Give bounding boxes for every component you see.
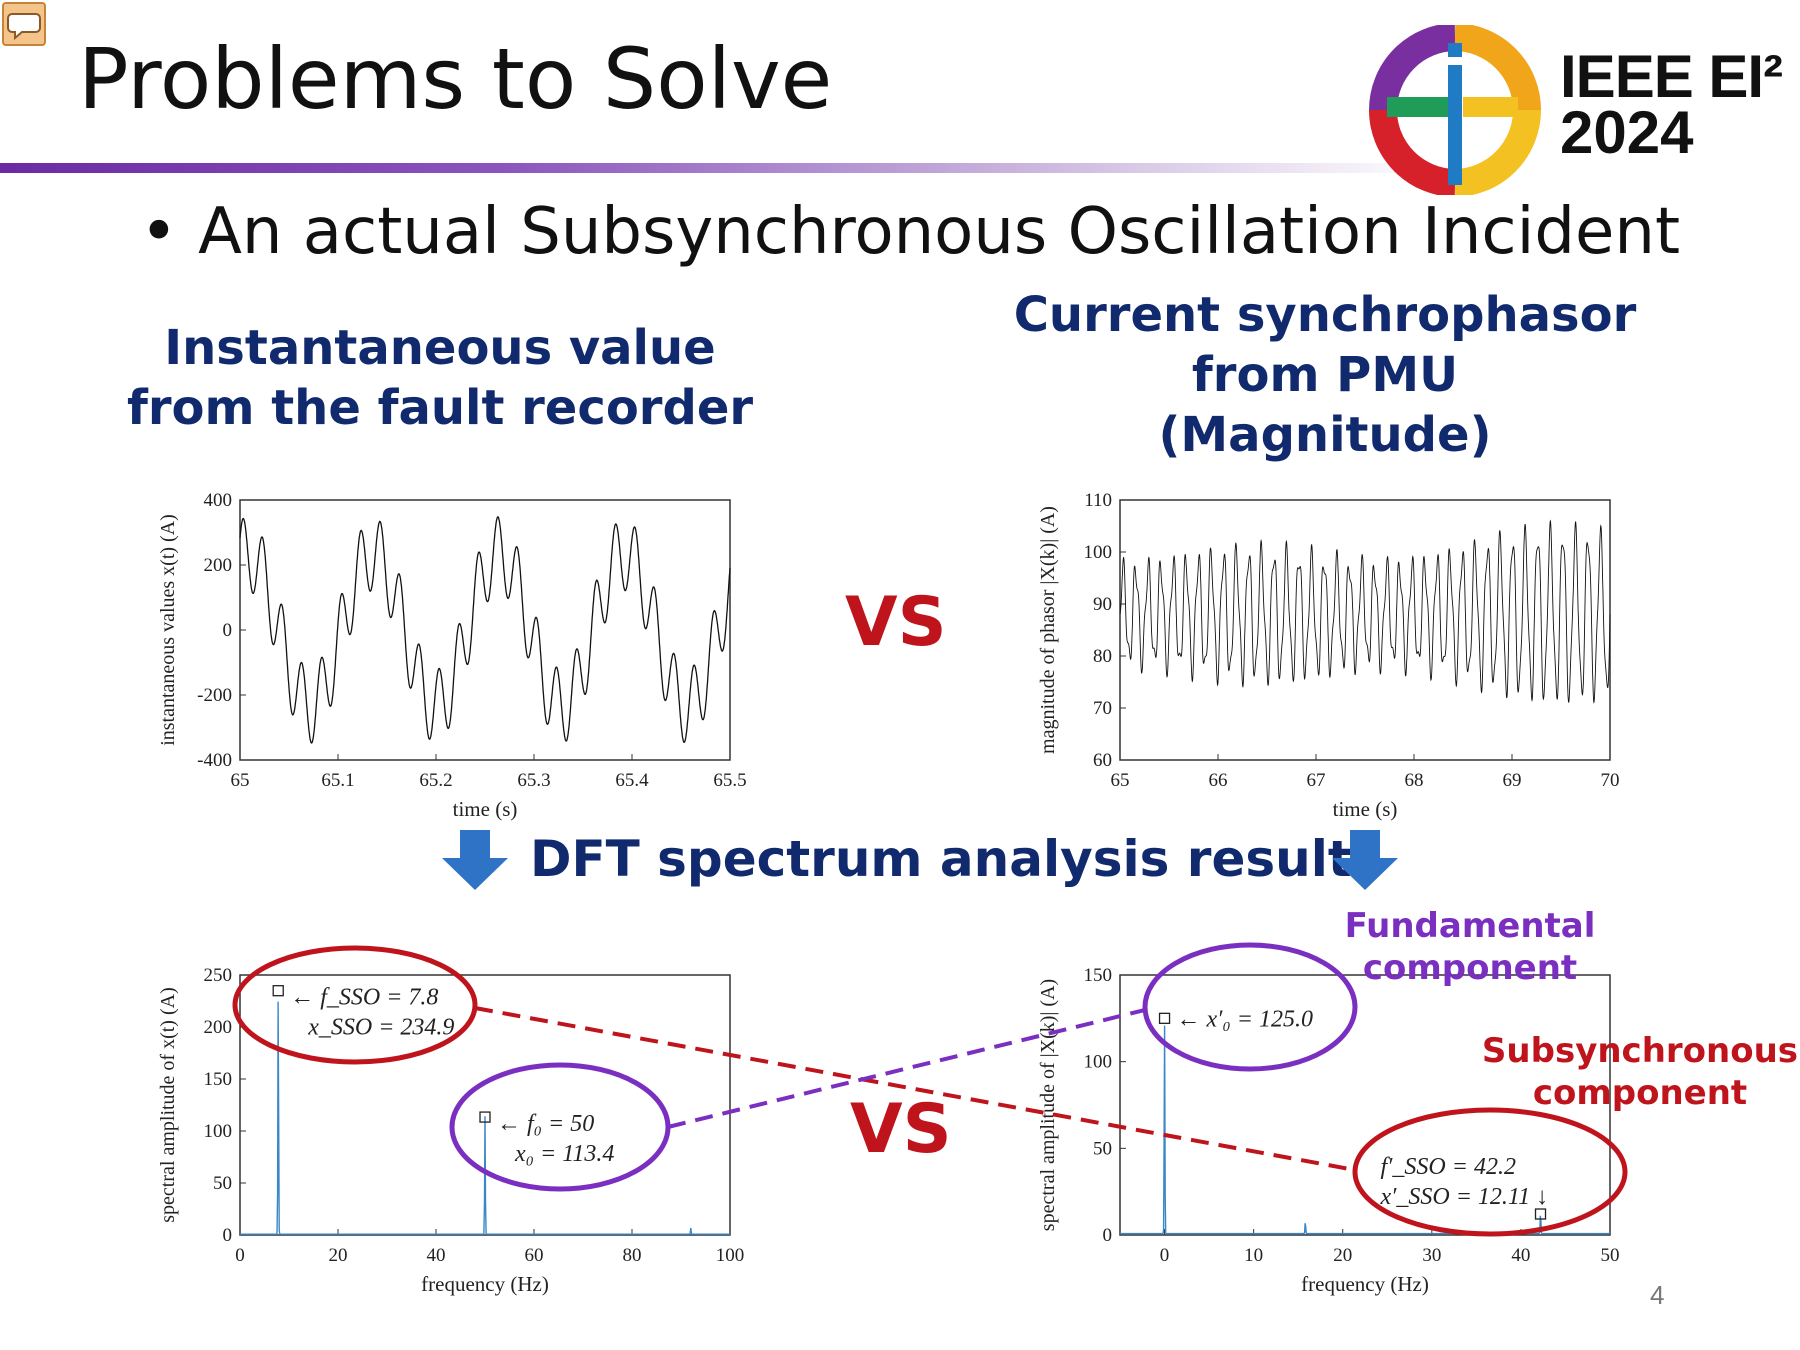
x-tick-label: 40 [427, 1245, 446, 1266]
phasor-magnitude-line [1119, 519, 1611, 704]
right-heading-line: Current synchrophasor [1013, 287, 1637, 343]
y-axis-label: instantaneous values x(t) (A) [157, 514, 179, 746]
peak-marker [1158, 1012, 1171, 1024]
dft-right-chart: 0 10 20 30 40 50 150 100 50 0 frequency (Hz) spectr… [1037, 965, 1620, 1296]
y-tick-label: 70 [1093, 698, 1112, 719]
x-axis-label: time (s) [1333, 797, 1398, 821]
y-tick-label: 90 [1093, 594, 1112, 615]
x-tick-label: 100 [716, 1245, 745, 1266]
vs-label-top: VS [845, 583, 947, 662]
y-tick-label: 80 [1093, 646, 1112, 667]
x-tick-label: 70 [1601, 770, 1620, 791]
page-number: 4 [1650, 1280, 1665, 1310]
waveform-line [239, 516, 731, 744]
y-tick-label: 60 [1093, 750, 1112, 771]
peak-annotation: x′_SSO = 12.11 ↓ [1380, 1184, 1549, 1210]
logo-wordmark: IEEE EI² [1560, 43, 1783, 110]
synchrophasor-chart: 65 66 67 68 69 70 110 100 90 80 70 60 time (s) magnit… [1037, 490, 1620, 821]
x-tick-label: 65.5 [713, 770, 746, 791]
peak-annotation: x_SSO = 234.9 [307, 1015, 454, 1041]
right-heading-line: from PMU [1191, 347, 1459, 403]
x-tick-label: 60 [525, 1245, 544, 1266]
x-tick-label: 65.3 [517, 770, 550, 791]
dft-left-chart: 0 20 40 60 80 100 250 200 150 100 50 0 frequency (Hz… [157, 965, 745, 1296]
y-tick-label: 50 [1093, 1138, 1112, 1159]
x-tick-label: 68 [1405, 770, 1424, 791]
x-tick-label: 50 [1601, 1245, 1620, 1266]
y-tick-label: 200 [204, 1017, 233, 1038]
peak-annotation: ← f_SSO = 7.8 [290, 985, 438, 1011]
x-axis-label: frequency (Hz) [1301, 1272, 1429, 1296]
y-tick-label: 250 [204, 965, 233, 986]
x-tick-label: 0 [1160, 1245, 1170, 1266]
right-heading: Current synchrophasor from PMU (Magnitud… [1000, 285, 1650, 465]
x-axis-label: frequency (Hz) [421, 1272, 549, 1296]
plot-frame [239, 499, 731, 761]
logo-year: 2024 [1560, 99, 1694, 166]
y-tick-label: 0 [223, 620, 233, 641]
x-tick-label: 30 [1422, 1245, 1441, 1266]
y-axis-label: spectral amplitude of x(t) (A) [157, 987, 179, 1222]
left-heading: Instantaneous value from the fault recor… [100, 318, 780, 438]
x-tick-label: 20 [1333, 1245, 1352, 1266]
left-heading-line: Instantaneous value [164, 320, 716, 376]
y-axis-label: spectral amplitude of |X(k)| (A) [1037, 979, 1059, 1231]
y-tick-label: -400 [197, 750, 232, 771]
x-tick-label: 10 [1244, 1245, 1263, 1266]
x-tick-label: 65.2 [419, 770, 452, 791]
arrow-down-icon [1332, 830, 1398, 890]
x-tick-label: 80 [623, 1245, 642, 1266]
peak-annotation: ← f₀ = 50 [497, 1111, 594, 1137]
fundamental-label-line: Fundamental [1344, 906, 1596, 946]
bullet-point: • An actual Subsynchronous Oscillation I… [140, 195, 1681, 269]
x-tick-label: 40 [1511, 1245, 1530, 1266]
x-axis-label: time (s) [453, 797, 518, 821]
x-tick-label: 65.4 [615, 770, 649, 791]
x-tick-label: 65 [231, 770, 250, 791]
x-tick-label: 67 [1307, 770, 1326, 791]
subsynchronous-component-label: Subsynchronous component [1480, 1030, 1800, 1114]
x-tick-label: 65.1 [321, 770, 354, 791]
arrow-down-icon [442, 830, 508, 890]
ieee-ei2-logo-icon [1369, 25, 1541, 195]
peak-annotation: x₀ = 113.4 [514, 1141, 614, 1167]
y-tick-label: 100 [204, 1121, 233, 1142]
y-tick-label: 110 [1084, 490, 1112, 511]
comment-icon[interactable] [2, 2, 46, 46]
y-tick-label: 0 [1103, 1225, 1113, 1246]
x-tick-label: 66 [1209, 770, 1228, 791]
y-tick-label: 150 [204, 1069, 233, 1090]
left-heading-line: from the fault recorder [126, 380, 754, 436]
right-heading-line: (Magnitude) [1158, 407, 1492, 463]
fundamental-label-line: component [1362, 948, 1578, 988]
y-tick-label: 100 [1084, 1052, 1113, 1073]
y-tick-label: 400 [204, 490, 233, 511]
instantaneous-chart: 65 65.1 65.2 65.3 65.4 65.5 400 200 0 -200 -400 tim… [157, 490, 747, 821]
y-axis-label: magnitude of phasor |X(k)| (A) [1037, 506, 1059, 754]
y-tick-label: 50 [213, 1173, 232, 1194]
y-tick-label: 150 [1084, 965, 1113, 986]
title-divider [0, 163, 1440, 173]
y-tick-label: 200 [204, 555, 233, 576]
slide-title: Problems to Solve [78, 30, 833, 128]
y-tick-label: 100 [1084, 542, 1113, 563]
x-tick-label: 20 [329, 1245, 348, 1266]
y-tick-label: -200 [197, 685, 232, 706]
y-tick-label: 0 [223, 1225, 233, 1246]
vs-label-bottom: VS [850, 1090, 952, 1169]
dft-heading: DFT spectrum analysis results [530, 830, 1382, 888]
x-tick-label: 0 [235, 1245, 245, 1266]
peak-annotation: ← x′₀ = 125.0 [1177, 1006, 1313, 1032]
subsync-label-line: component [1532, 1073, 1748, 1113]
x-tick-label: 65 [1111, 770, 1130, 791]
peak-annotation: f′_SSO = 42.2 [1381, 1154, 1516, 1180]
subsync-label-line: Subsynchronous [1481, 1031, 1799, 1071]
x-tick-label: 69 [1503, 770, 1522, 791]
fundamental-component-label: Fundamental component [1330, 905, 1610, 989]
peak-marker [272, 985, 284, 997]
